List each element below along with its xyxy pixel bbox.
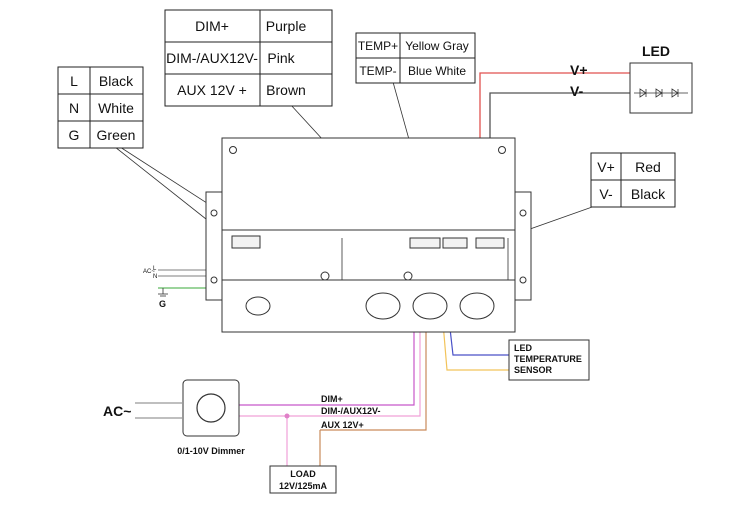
output-row-1-signal: V+ <box>597 159 615 175</box>
ac-wire-table: L Black N White G Green <box>57 66 144 149</box>
terminal-label-ac: AC~ <box>143 269 155 275</box>
terminal-block-temp <box>442 237 468 249</box>
dim-row-2-color: Pink <box>267 50 295 66</box>
terminal-label-l: L <box>153 266 157 272</box>
ac-row-1-color: Black <box>99 73 134 89</box>
output-row-2-signal: V- <box>599 186 613 202</box>
aux-plus-label: AUX 12V+ <box>321 420 364 430</box>
ac-row-3-signal: G <box>69 127 80 143</box>
terminal-block-output <box>475 237 505 249</box>
temp-row-1-signal: TEMP+ <box>358 39 398 53</box>
load-label-line1: LOAD <box>290 469 316 479</box>
dim-minus-label: DIM-/AUX12V- <box>321 406 381 416</box>
terminal-block-ac <box>231 235 261 249</box>
dim-plus-label: DIM+ <box>321 394 343 404</box>
dim-row-3-signal: AUX 12V + <box>177 82 247 98</box>
ground-icon <box>158 288 168 297</box>
output-row-2-color: Black <box>631 186 666 202</box>
dim-row-1-color: Purple <box>266 18 307 34</box>
terminal-label-n: N <box>153 274 157 280</box>
led-module <box>629 62 693 114</box>
dim-row-3-color: Brown <box>266 82 306 98</box>
temp-row-2-signal: TEMP- <box>359 64 396 78</box>
right-flange <box>514 191 532 301</box>
temperature-sensor-box <box>508 339 590 381</box>
load-box <box>269 465 337 494</box>
ac-input-label: AC~ <box>103 403 131 419</box>
sensor-label-line3: SENSOR <box>514 365 553 375</box>
driver-body <box>221 229 516 281</box>
junction-dot <box>284 413 290 419</box>
temp-wire-table: TEMP+ Yellow Gray TEMP- Blue White <box>355 32 476 84</box>
led-label: LED <box>642 43 670 59</box>
load-label-line2: 12V/125mA <box>279 481 328 491</box>
ac-row-2-color: White <box>98 100 134 116</box>
output-wire-table: V+ Red V- Black <box>590 152 676 208</box>
driver-cover <box>221 137 516 231</box>
driver-enclosure <box>205 137 532 333</box>
ac-row-1-signal: L <box>70 73 78 89</box>
dimmer-label: 0/1-10V Dimmer <box>177 446 245 456</box>
diode-icon <box>634 88 688 98</box>
sensor-label-line1: LED <box>514 343 533 353</box>
ac-row-3-color: Green <box>97 127 136 143</box>
dim-row-2-signal: DIM-/AUX12V- <box>166 50 258 66</box>
ground-label: G <box>159 299 166 309</box>
temp-row-1-color: Yellow Gray <box>405 39 469 53</box>
dim-row-1-signal: DIM+ <box>195 18 229 34</box>
left-flange <box>205 191 223 301</box>
dim-wire-table: DIM+ Purple DIM-/AUX12V- Pink AUX 12V + … <box>164 9 333 107</box>
ac-row-2-signal: N <box>69 100 79 116</box>
temp-row-2-color: Blue White <box>408 64 466 78</box>
output-row-1-color: Red <box>635 159 661 175</box>
terminal-block-dim <box>409 237 441 249</box>
v-minus-label: V- <box>570 83 584 99</box>
sensor-label-line2: TEMPERATURE <box>514 354 582 364</box>
v-plus-label: V+ <box>570 62 588 78</box>
dimmer-knob-icon <box>196 393 226 423</box>
